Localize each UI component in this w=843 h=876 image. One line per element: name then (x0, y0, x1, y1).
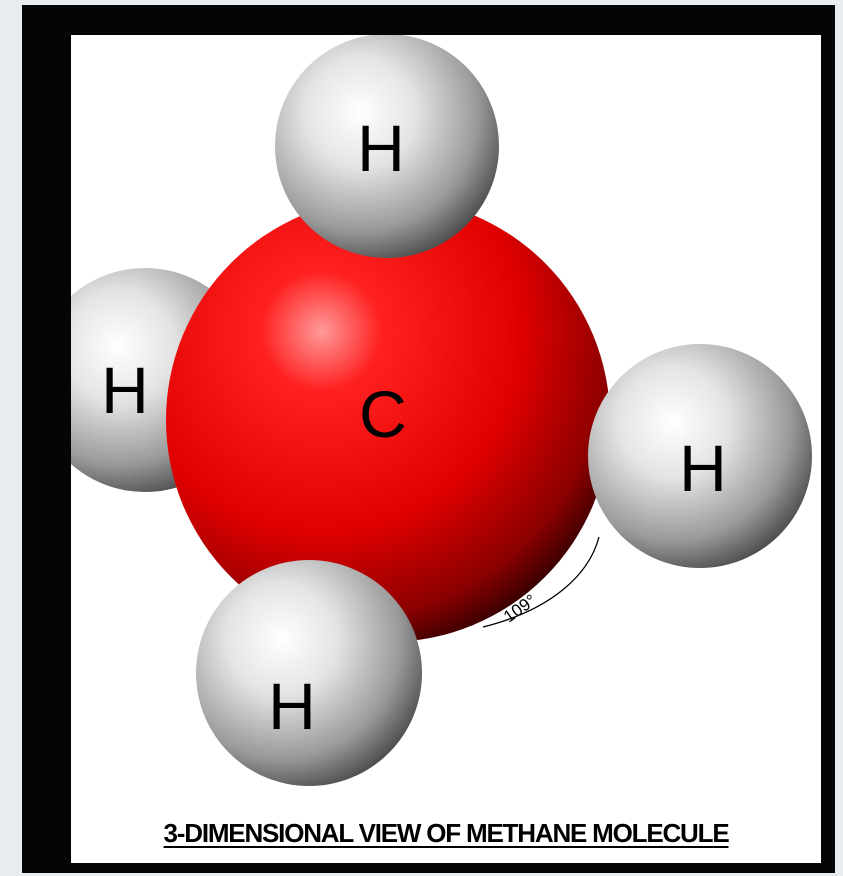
hydrogen-atom-top (275, 35, 499, 258)
hydrogen-label-left: H (101, 353, 149, 427)
figure-panel: H C 109° H H H 3-DIMENSIONAL VIEW OF MET… (71, 35, 821, 863)
carbon-label: C (359, 377, 407, 451)
methane-molecule-diagram: H C 109° H H H (71, 35, 812, 786)
carbon-atom (166, 198, 610, 642)
hydrogen-label-right: H (679, 431, 727, 505)
hydrogen-atom-right (588, 344, 812, 568)
hydrogen-label-bottom: H (268, 669, 316, 743)
hydrogen-label-top: H (357, 111, 405, 185)
hydrogen-atom-bottom (196, 560, 422, 786)
figure-caption: 3-DIMENSIONAL VIEW OF METHANE MOLECULE (163, 818, 730, 848)
bond-angle-arc (482, 536, 600, 628)
